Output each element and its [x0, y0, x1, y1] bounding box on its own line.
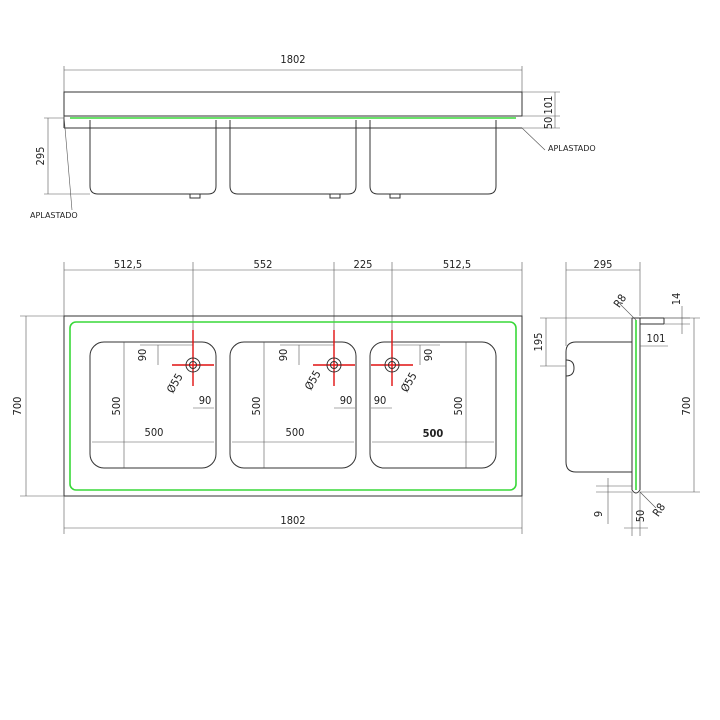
front-bowl-1 — [89, 120, 217, 195]
front-worktop — [63, 91, 523, 117]
bowl2-height: 500 — [250, 397, 263, 416]
aplastado-label-right: APLASTADO — [548, 144, 596, 153]
side-radius-bottom: R8 — [650, 501, 668, 519]
side-height-dim: 700 — [680, 397, 693, 416]
front-dim-50: 50 — [542, 117, 555, 130]
bowl1-drain-dia: Ø55 — [164, 371, 185, 395]
front-bowl-3 — [369, 120, 497, 195]
aplastado-label-left: APLASTADO — [30, 211, 78, 220]
plan-outline — [63, 315, 523, 497]
bowl3-drain-dia: Ø55 — [398, 370, 419, 394]
bowl1-offset-top: 90 — [136, 349, 149, 362]
side-view: 295 R8 14 195 101 700 — [532, 258, 700, 536]
plan-dim-552: 552 — [254, 258, 273, 271]
bowl3-offset-top: 90 — [422, 349, 435, 362]
bowl2-width: 500 — [286, 426, 305, 439]
bowl2-offset-top: 90 — [277, 349, 290, 362]
plan-bowl-2 — [229, 341, 357, 469]
plan-depth-dim: 700 — [11, 397, 24, 416]
plan-dim-512-right: 512,5 — [443, 258, 471, 271]
bowl2-offset-side: 90 — [340, 394, 353, 407]
plan-view: 512,5 552 225 512,5 90 Ø55 — [11, 258, 523, 534]
plan-bowl-1 — [89, 341, 217, 469]
side-dim-101: 101 — [647, 332, 666, 345]
side-bowl — [565, 341, 632, 473]
plan-bowl-3 — [369, 341, 497, 469]
side-dim-9: 9 — [592, 511, 605, 517]
side-radius-top: R8 — [611, 292, 629, 310]
plan-drain-3 — [371, 330, 413, 386]
side-dim-195: 195 — [532, 333, 545, 352]
front-bowl-2 — [229, 120, 357, 195]
bowl2-drain-dia: Ø55 — [302, 368, 323, 392]
bowl3-height: 500 — [452, 397, 465, 416]
side-dim-14: 14 — [670, 293, 683, 306]
front-dim-101: 101 — [542, 96, 555, 115]
side-dim-50: 50 — [634, 510, 647, 523]
bowl3-offset-side: 90 — [374, 394, 387, 407]
bowl3-width: 500 — [423, 427, 444, 440]
plan-drain-1 — [172, 330, 214, 386]
plan-drain-2 — [313, 330, 355, 386]
plan-flat-edge — [69, 321, 517, 491]
bowl1-height: 500 — [110, 397, 123, 416]
front-dim-295: 295 — [34, 147, 47, 166]
plan-dim-512-left: 512,5 — [114, 258, 142, 271]
front-length-dim: 1802 — [280, 53, 305, 66]
bowl1-offset-side: 90 — [199, 394, 212, 407]
plan-length-dim: 1802 — [280, 514, 305, 527]
side-dim-295: 295 — [594, 258, 613, 271]
front-view: 1802 101 50 APLASTADO 295 APLASTADO — [30, 53, 596, 220]
bowl1-width: 500 — [145, 426, 164, 439]
plan-dim-225: 225 — [354, 258, 373, 271]
